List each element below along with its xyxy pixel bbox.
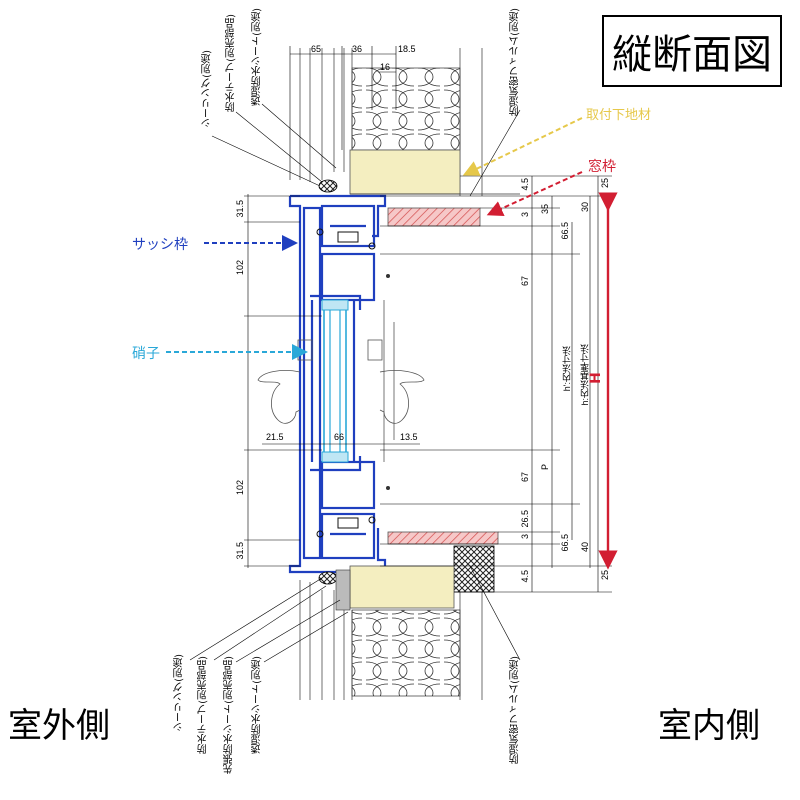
dim-102-bottom: 102 xyxy=(235,480,245,496)
dim-26-5: 26.5 xyxy=(520,510,530,528)
dim-13-5: 13.5 xyxy=(400,432,418,442)
mounting-base-label: 取付下地材 xyxy=(586,108,652,123)
glass-label: 硝子 xyxy=(132,346,160,362)
dim-36: 36 xyxy=(352,44,363,54)
mounting-base-bottom xyxy=(349,565,455,609)
mounting-base-top xyxy=(349,149,461,195)
bottom-label-permeable-sheet: 透湿防水シート(別途) xyxy=(252,656,263,754)
dim-16: 16 xyxy=(380,62,391,72)
dim-4-5-top: 4.5 xyxy=(520,178,530,191)
mounting-base-arrow xyxy=(462,117,583,176)
top-right-label-film: 防湿気密フィルム(別途) xyxy=(510,8,521,116)
dim-67-bottom: 67 xyxy=(520,472,530,483)
bottom-label-waterproof-tape: 防水テープ(別売部品) xyxy=(198,656,209,754)
glass-pane xyxy=(321,299,349,463)
dim-4-5-bottom: 4.5 xyxy=(520,570,530,583)
dim-h-inner-std: h:内法基準寸法 xyxy=(580,344,590,406)
dim-31-5-bottom: 31.5 xyxy=(235,542,245,560)
handle-outline xyxy=(257,300,425,462)
bottom-label-sealing: シーリング(別途) xyxy=(174,654,185,732)
dim-102-top: 102 xyxy=(235,260,245,276)
label-leaders xyxy=(189,103,521,663)
dim-p: P xyxy=(540,464,550,471)
window-frame-arrow xyxy=(486,171,583,216)
sill-block xyxy=(453,545,495,593)
sash-frame-label: サッシ枠 xyxy=(132,237,188,253)
dim-40: 40 xyxy=(580,542,590,553)
sealing-top xyxy=(318,179,338,193)
exterior-label: 室外側 xyxy=(8,706,110,746)
dim-h-inner-prime: h':内法寸法 xyxy=(562,346,572,392)
dim-67-top: 67 xyxy=(520,276,530,287)
dim-25-top: 25 xyxy=(600,178,610,189)
dim-3-bottom: 3 xyxy=(520,534,530,540)
top-label-waterproof-tape: 防水テープ(別売部品) xyxy=(226,14,237,112)
dim-66-5-bottom: 66.5 xyxy=(560,534,570,552)
dim-66-5-top: 66.5 xyxy=(560,222,570,240)
dim-3-top: 3 xyxy=(520,212,530,218)
bottom-right-label-film: 防湿気密フィルム(別途) xyxy=(510,656,521,764)
window-frame-top xyxy=(387,207,481,227)
top-label-permeable-sheet: 透湿防水シート(別途) xyxy=(252,8,263,106)
dim-65: 65 xyxy=(311,44,322,54)
dim-35: 35 xyxy=(540,204,550,215)
window-frame-bottom xyxy=(387,531,499,545)
wall-top xyxy=(299,48,483,196)
interior-label: 室内側 xyxy=(658,706,760,746)
sash-details xyxy=(316,228,376,538)
dimension-lines xyxy=(244,46,612,593)
dim-18-5: 18.5 xyxy=(398,44,416,54)
dim-30: 30 xyxy=(580,202,590,213)
sash-frame xyxy=(288,194,387,574)
diagram-title: 縦断面図 xyxy=(602,15,782,87)
dim-21-5: 21.5 xyxy=(266,432,284,442)
dim-66: 66 xyxy=(334,432,345,442)
dim-31-5-top: 31.5 xyxy=(235,200,245,218)
top-label-sealing: シーリング(別途) xyxy=(202,50,213,128)
window-frame-label: 窓枠 xyxy=(588,159,616,175)
dim-25-bottom: 25 xyxy=(600,570,610,581)
title-text: 縦断面図 xyxy=(612,32,772,78)
bottom-label-pre-sheet: 先張防水シート(別売部品) xyxy=(224,656,235,774)
